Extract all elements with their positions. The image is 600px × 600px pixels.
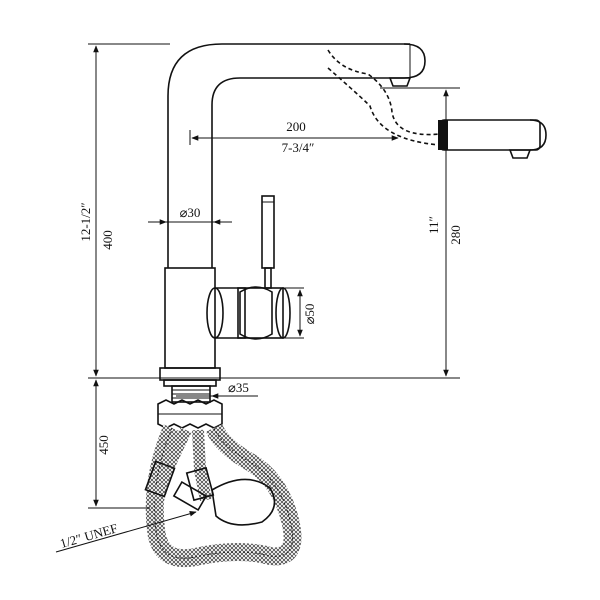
base-diameter-label: ⌀35 [228, 380, 249, 395]
faucet-body-column [159, 267, 221, 387]
body-diameter-label: ⌀30 [180, 205, 201, 220]
thread-leader-line [55, 511, 197, 553]
pulled-out-spray-head [327, 49, 547, 159]
connection-thread-label: 1/2″ UNEF [58, 520, 119, 551]
mounting-nut [157, 385, 223, 429]
faucet-spout [167, 43, 426, 268]
extension-lines [88, 43, 460, 509]
total-height-mm-label: 400 [100, 230, 115, 250]
handle-diameter-label: ⌀50 [302, 304, 317, 325]
spout-height-in-label: 11″ [426, 216, 441, 234]
hose-length-label: 450 [96, 435, 111, 455]
spout-height-mm-label: 280 [448, 225, 463, 245]
faucet-handle [206, 195, 291, 340]
total-height-in-label: 12-1/2″ [78, 202, 93, 241]
spout-reach-in-label: 7-3/4″ [282, 140, 315, 155]
braided-supply-hoses [144, 423, 302, 568]
spout-reach-mm-label: 200 [286, 119, 306, 134]
